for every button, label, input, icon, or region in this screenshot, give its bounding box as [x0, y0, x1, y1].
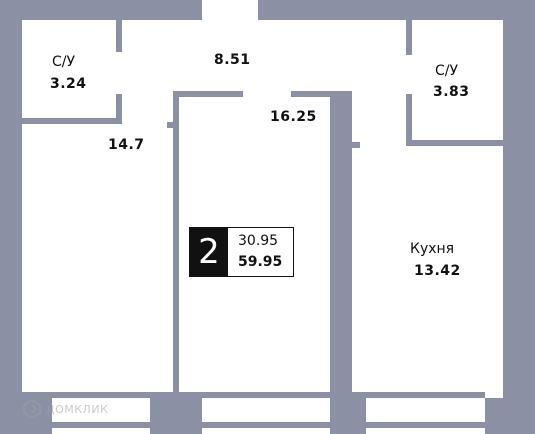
- domclick-logo-icon: [23, 399, 41, 419]
- outer-wall-bottom-4: [485, 398, 503, 434]
- outer-wall-top-left: [0, 0, 202, 20]
- badge-total-area: 59.95: [238, 254, 283, 270]
- room1-sill-bottom: [22, 392, 152, 398]
- window-sill-1: [52, 422, 150, 428]
- room-name-bath-1: С/У: [52, 54, 76, 70]
- bath2-wall-bottom: [406, 140, 503, 146]
- room2-wall-bottom: [179, 392, 352, 398]
- bath1-wall-right-bottom: [116, 94, 122, 124]
- kitchen-wall-bottom: [352, 392, 485, 398]
- room-name-kitchen: Кухня: [410, 241, 455, 257]
- room-area-hall: 8.51: [214, 52, 251, 68]
- room2-wall-right: [330, 91, 352, 398]
- room-area-room-1: 14.7: [108, 137, 145, 153]
- room-name-bath-2: С/У: [435, 63, 459, 79]
- room2-wall-top-right: [291, 91, 352, 97]
- outer-wall-bottom-3: [330, 398, 366, 434]
- room-area-room-2: 16.25: [270, 109, 317, 125]
- watermark-text: ДОМКЛИК: [46, 402, 109, 416]
- bath1-wall-bottom: [22, 118, 122, 124]
- room-area-kitchen: 13.42: [414, 263, 461, 279]
- outer-wall-left: [0, 0, 22, 434]
- bath2-wall-left-bottom: [406, 94, 412, 140]
- room2-wall-top-left: [173, 91, 243, 97]
- room1-wall-bottom: [150, 392, 202, 398]
- domclick-watermark: ДОМКЛИК: [22, 399, 108, 419]
- window-sill-2: [202, 422, 330, 428]
- bath1-wall-right-top: [116, 20, 122, 52]
- kitchen-door-jamb: [352, 142, 360, 148]
- room-area-bath-1: 3.24: [50, 76, 87, 92]
- outer-wall-top-right: [258, 0, 535, 20]
- badge-living-area: 30.95: [238, 233, 279, 249]
- room-area-bath-2: 3.83: [433, 84, 470, 100]
- outer-wall-right: [503, 0, 535, 434]
- bath2-wall-left-top: [406, 20, 412, 55]
- room1-wall-right: [173, 91, 179, 398]
- outer-wall-bottom-2: [150, 398, 202, 434]
- window-sill-3: [366, 422, 485, 428]
- room1-door-jamb: [167, 122, 173, 128]
- apartment-badge: 2 30.95 59.95: [189, 227, 294, 277]
- badge-room-count: 2: [190, 228, 228, 276]
